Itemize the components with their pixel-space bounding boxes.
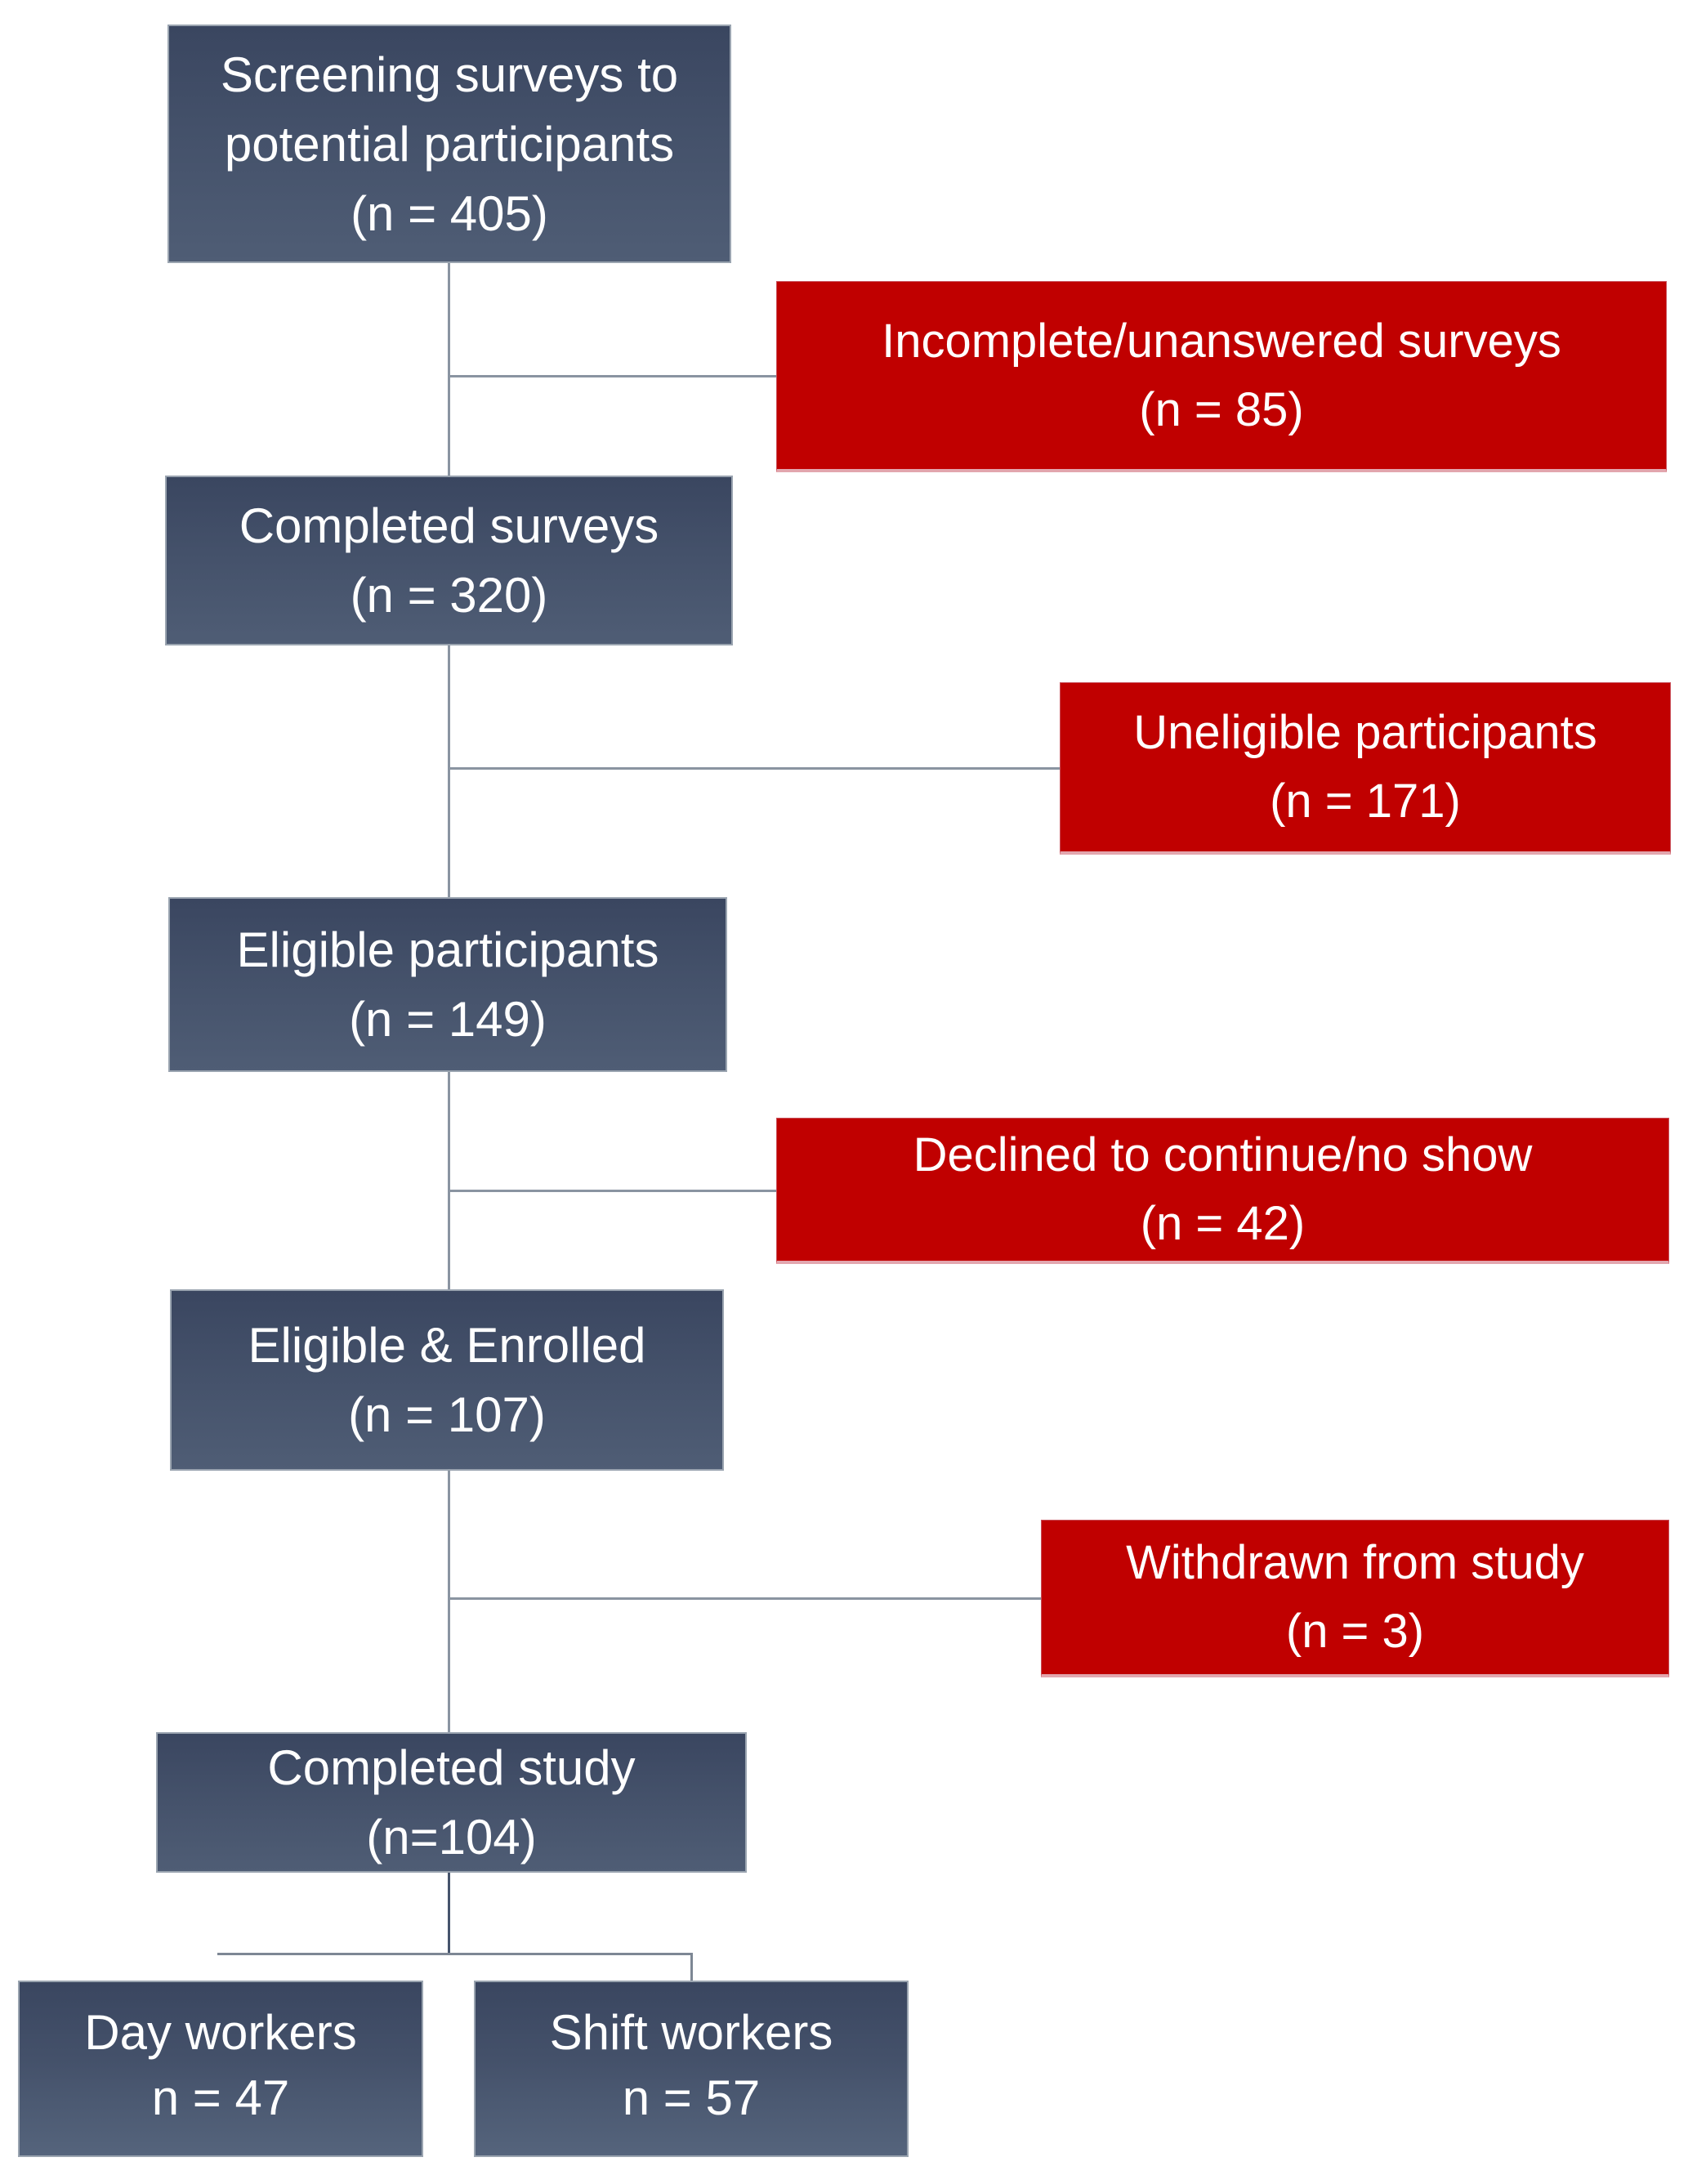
exclusion-box-incomplete-surveys: Incomplete/unanswered surveys (n = 85) <box>776 281 1667 472</box>
stage-label: Screening surveys to potential participa… <box>220 47 679 172</box>
outcome-box-shift-workers: Shift workers n = 57 <box>474 1981 909 2157</box>
stage-label: Completed study <box>267 1740 636 1795</box>
stage-count: (n = 320) <box>350 568 548 623</box>
exclusion-count: (n = 3) <box>1285 1605 1425 1658</box>
exclusion-label: Withdrawn from study <box>1126 1536 1584 1589</box>
connector-enrolled-to-completed-study <box>448 1471 450 1734</box>
exclusion-box-withdrawn: Withdrawn from study (n = 3) <box>1041 1520 1669 1677</box>
outcome-label: Day workers <box>84 2005 357 2060</box>
stage-label: Completed surveys <box>239 498 659 553</box>
connector-branch-declined <box>449 1190 778 1192</box>
stage-count: (n = 405) <box>351 185 548 241</box>
connector-drop-shift-workers <box>690 1953 693 1982</box>
stage-box-eligible-enrolled: Eligible & Enrolled (n = 107) <box>170 1289 724 1471</box>
connector-branch-withdrawn <box>449 1597 1043 1600</box>
exclusion-count: (n = 171) <box>1270 775 1461 828</box>
stage-box-eligible-participants: Eligible participants (n = 149) <box>168 897 727 1072</box>
exclusion-count: (n = 85) <box>1139 382 1304 436</box>
connector-completed-study-stem <box>448 1871 450 1955</box>
exclusion-box-uneligible: Uneligible participants (n = 171) <box>1060 682 1671 855</box>
outcome-count: n = 47 <box>151 2070 290 2125</box>
connector-branch-uneligible <box>449 767 1061 770</box>
exclusion-label: Declined to continue/no show <box>913 1128 1533 1181</box>
outcome-box-day-workers: Day workers n = 47 <box>18 1981 423 2157</box>
outcome-count: n = 57 <box>622 2070 761 2125</box>
exclusion-box-declined: Declined to continue/no show (n = 42) <box>776 1118 1669 1264</box>
connector-screening-to-completed-surveys <box>448 263 450 477</box>
exclusion-count: (n = 42) <box>1140 1197 1306 1250</box>
stage-count: (n = 149) <box>349 992 547 1047</box>
stage-count: (n = 107) <box>348 1387 546 1442</box>
exclusion-label: Incomplete/unanswered surveys <box>882 314 1561 368</box>
stage-box-screening: Screening surveys to potential participa… <box>167 25 731 263</box>
stage-box-completed-study: Completed study (n=104) <box>156 1732 747 1873</box>
stage-box-completed-surveys: Completed surveys (n = 320) <box>165 476 733 645</box>
exclusion-label: Uneligible participants <box>1133 706 1597 759</box>
connector-completed-surveys-to-eligible <box>448 645 450 899</box>
outcome-label: Shift workers <box>549 2005 833 2060</box>
connector-eligible-to-enrolled <box>448 1072 450 1291</box>
stage-label: Eligible participants <box>236 922 659 977</box>
stage-label: Eligible & Enrolled <box>248 1318 646 1373</box>
stage-count: (n=104) <box>366 1810 537 1865</box>
connector-split-horizontal <box>217 1953 693 1955</box>
connector-branch-incomplete <box>449 375 778 377</box>
